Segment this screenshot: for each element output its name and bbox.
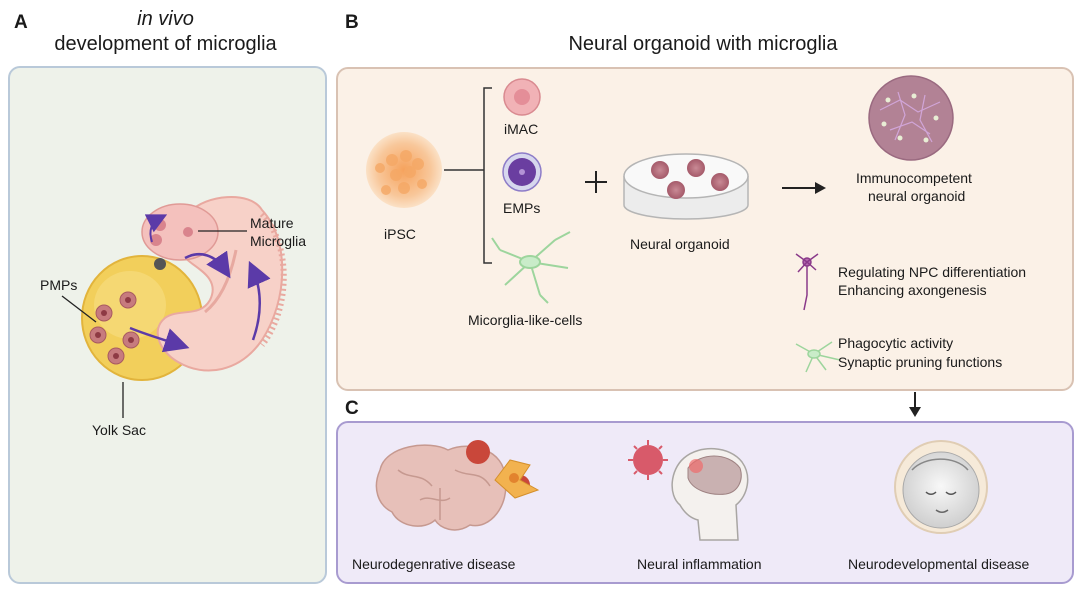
down-arrow-b-to-c [909,392,921,417]
embryo-illustration [129,196,287,372]
activated-microglia-illustration [466,440,540,499]
plus-sign [585,171,607,193]
label-neurodevelopmental: Neurodevelopmental disease [848,556,1030,572]
label-mature: Mature [250,215,294,231]
bracket [483,87,492,264]
brain-section-illustration [375,444,507,531]
neuron-icon [795,253,819,311]
immunocompetent-organoid [868,75,954,161]
panel-b-letter: B [345,12,359,33]
label-yolk-sac: Yolk Sac [92,422,146,438]
microglia-small-icon [795,341,841,373]
emp-cell [502,152,542,192]
imac-cell [503,78,541,116]
label-neural-organoid: Neural organoid [630,236,730,252]
label-imac: iMAC [504,121,539,137]
petri-dish [623,153,749,220]
panel-a-letter: A [14,12,28,33]
pmps-leader [61,295,97,323]
label-neurodegenerative: Neurodegenrative disease [352,556,516,572]
human-head-brain-illustration [671,447,749,541]
label-func1a: Regulating NPC differentiation [838,264,1027,280]
panel-b-title: Neural organoid with microglia [568,33,838,55]
panel-a-title: development of microglia [54,33,277,55]
label-microglia: Microglia [250,233,307,249]
label-ipsc: iPSC [384,226,416,242]
label-neural-inflammation: Neural inflammation [637,556,762,572]
label-immuno-neural-organoid: neural organoid [868,188,966,204]
label-emps: EMPs [503,200,541,216]
label-microglia-like-cells: Micorglia-like-cells [468,312,583,328]
label-func2a: Phagocytic activity [838,335,954,351]
panel-a-title-italic: in vivo [137,8,194,30]
virus-illustration [628,440,668,480]
baby-face-illustration [894,440,988,534]
ipsc-colony [366,132,442,208]
label-pmps: PMPs [40,277,78,293]
label-immunocompetent: Immunocompetent [856,170,972,186]
label-func1b: Enhancing axongenesis [838,282,987,298]
microglia-like-cell [491,231,571,304]
label-func2b: Synaptic pruning functions [838,354,1003,370]
pmp-cells [89,291,140,365]
panel-c-letter: C [345,398,359,419]
arrow-to-immunocompetent [782,182,826,194]
